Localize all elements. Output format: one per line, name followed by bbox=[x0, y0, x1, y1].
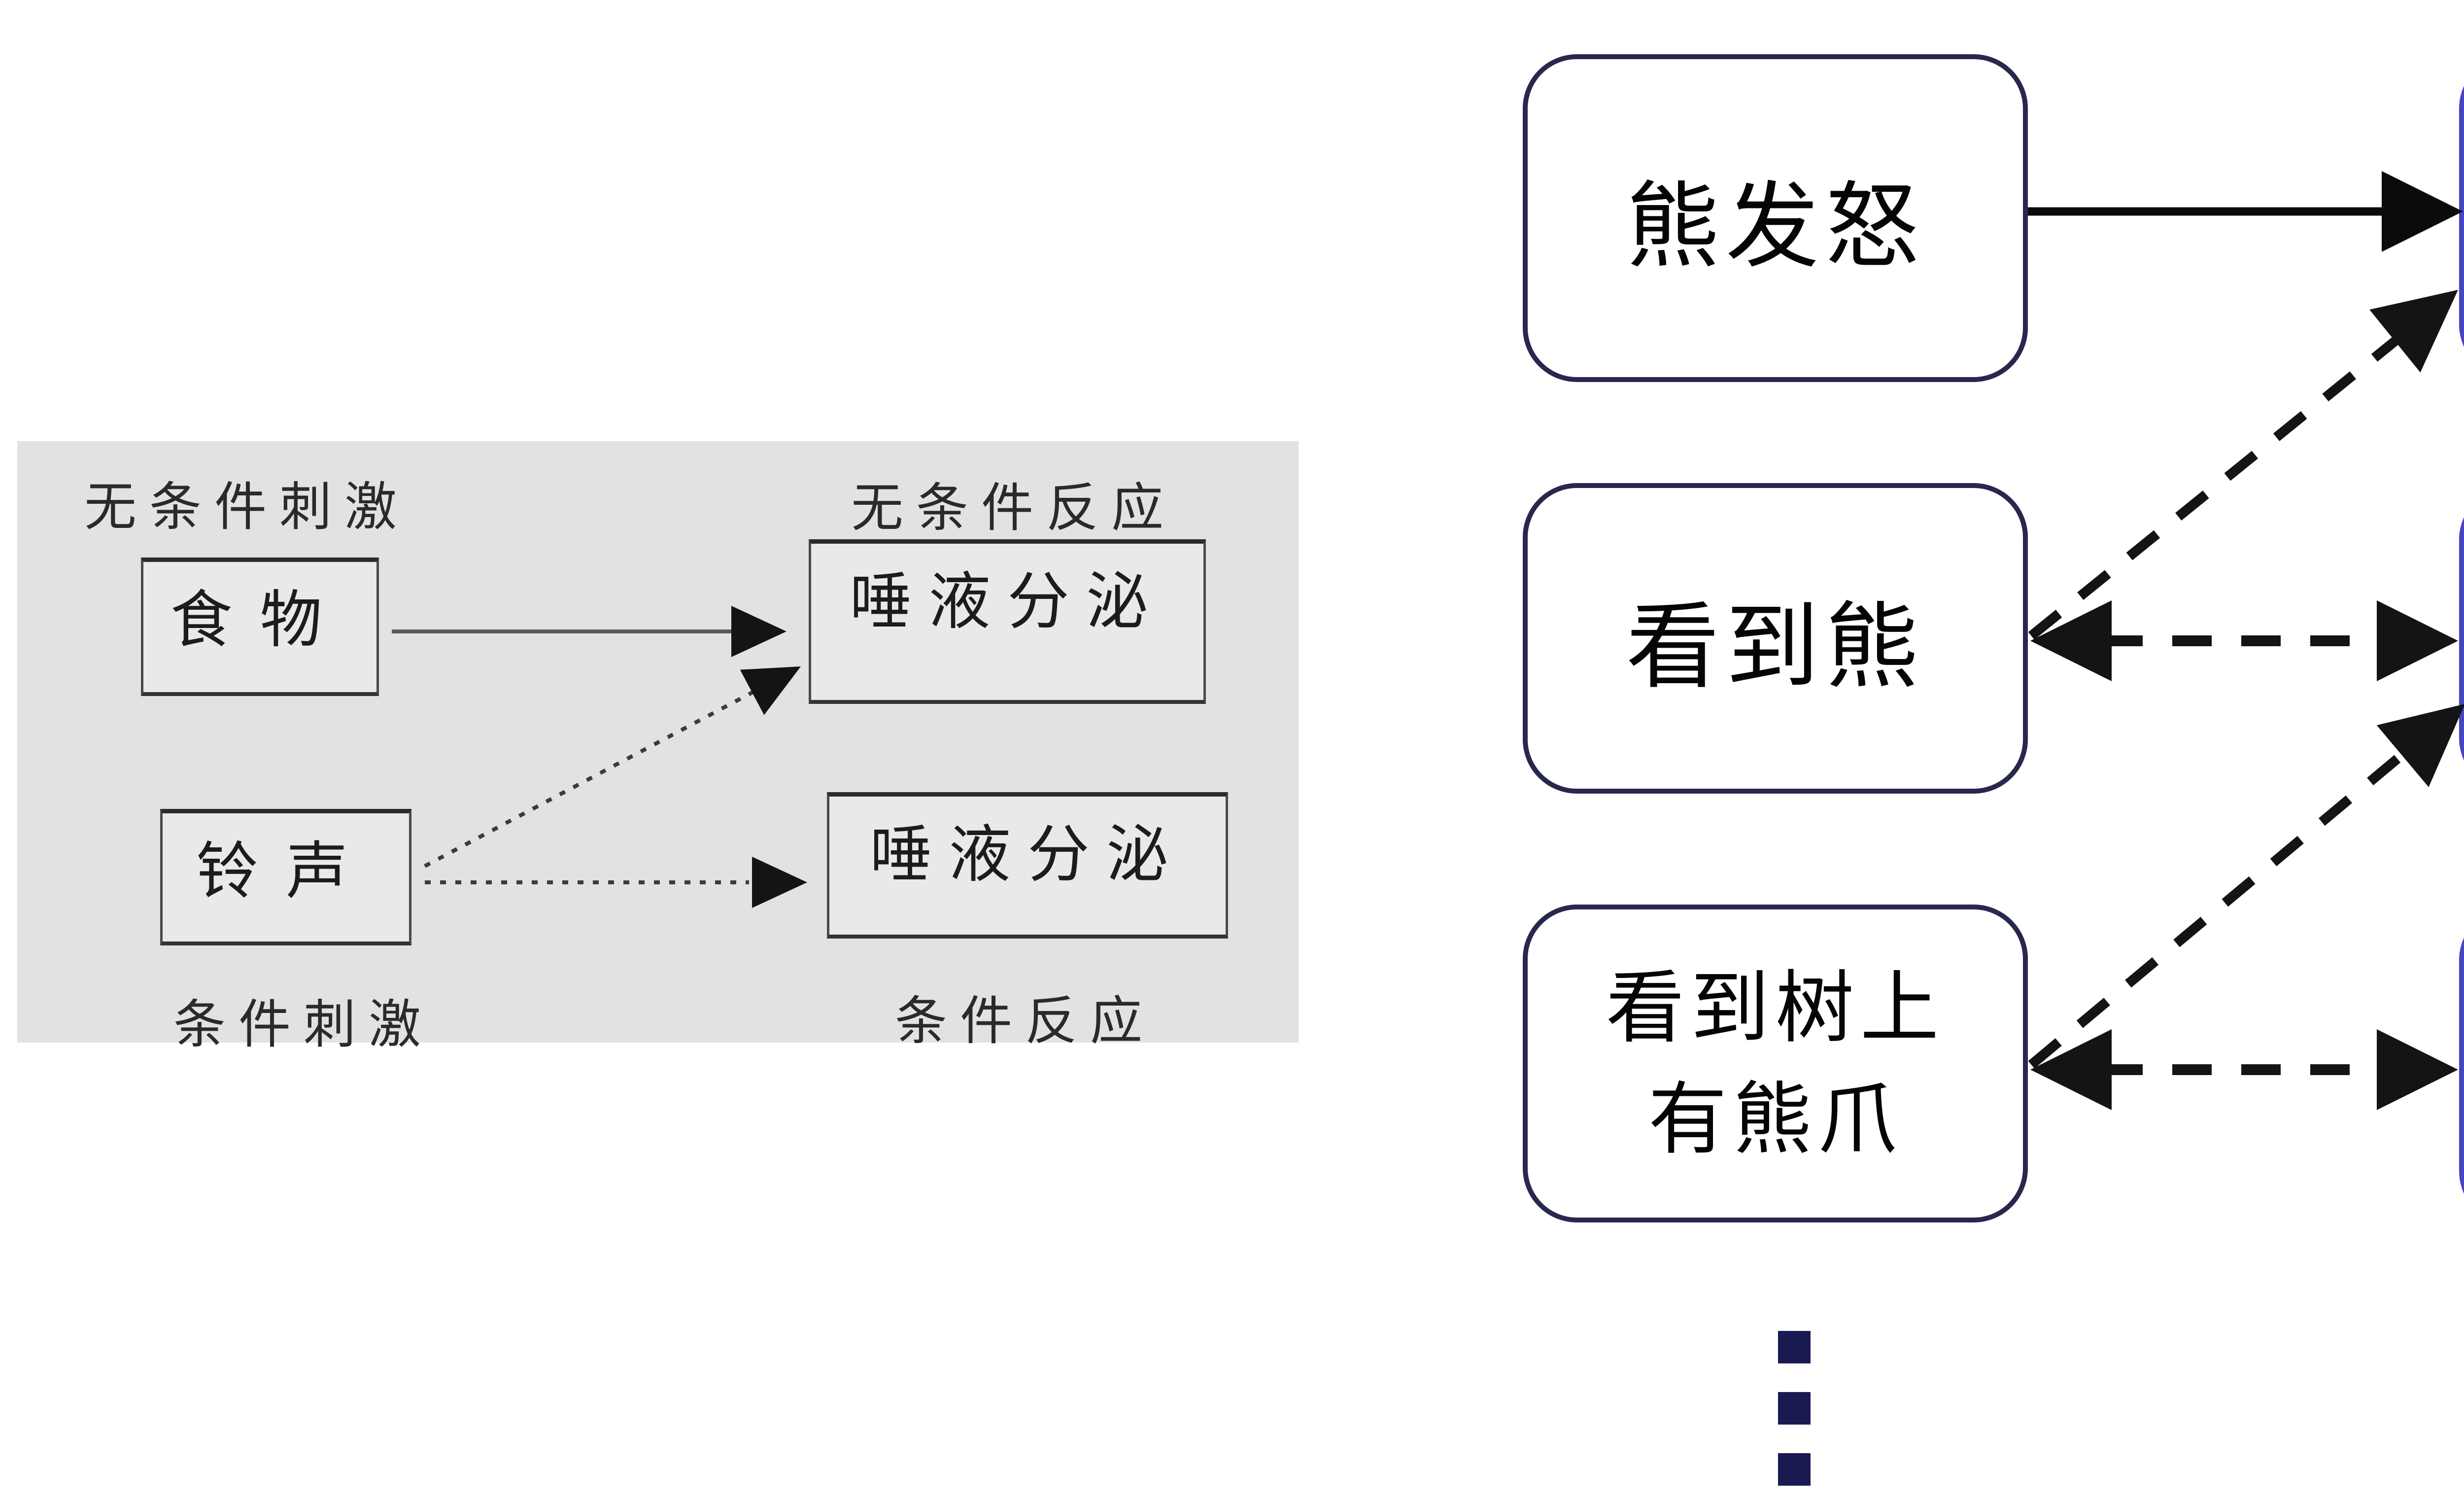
node-salivation-unconditioned-label: 唾液分泌 bbox=[850, 567, 1165, 636]
node-bear-rage-label: 熊发怒 bbox=[1626, 174, 1925, 279]
node-see-claws-line2: 有熊爪 bbox=[1648, 1075, 1903, 1163]
label-conditioned-response: 条件反应 bbox=[895, 992, 1155, 1050]
node-food: 食物 bbox=[141, 558, 379, 696]
arrow-see-claws-to-value-next bbox=[2028, 704, 2464, 1069]
label-unconditioned-response: 无条件反应 bbox=[851, 479, 1176, 537]
node-value-next-state: V(s′) bbox=[2459, 486, 2464, 792]
node-reward: 奖励 bbox=[2459, 54, 2464, 379]
arrow-see-bear-to-value-next bbox=[2030, 600, 2458, 681]
ellipsis-dash bbox=[1778, 1331, 1811, 1363]
ellipsis-dash bbox=[1778, 1392, 1811, 1425]
node-food-label: 食物 bbox=[170, 585, 350, 655]
node-see-claws-line1: 看到树上 bbox=[1606, 963, 1945, 1052]
node-see-bear-claws: 看到树上 有熊爪 bbox=[1523, 905, 2028, 1222]
node-salivation-unconditioned: 唾液分泌 bbox=[809, 539, 1206, 704]
node-see-bear-label: 看到熊 bbox=[1626, 594, 1925, 699]
arrow-see-claws-to-value-current bbox=[2030, 1029, 2458, 1110]
label-conditioned-stimulus: 条件刺激 bbox=[173, 996, 434, 1054]
label-unconditioned-stimulus: 无条件刺激 bbox=[84, 478, 410, 536]
ellipsis-dash bbox=[1778, 1453, 1811, 1486]
node-see-bear: 看到熊 bbox=[1523, 483, 2028, 794]
ellipsis-left-column bbox=[1778, 1331, 1811, 1486]
node-bear-rage: 熊发怒 bbox=[1523, 54, 2028, 382]
arrow-see-bear-to-reward bbox=[2028, 290, 2458, 640]
pavlov-figure: 无条件刺激 无条件反应 食物 唾液分泌 铃声 唾液分泌 条件刺激 条件反应 bbox=[17, 441, 1299, 1054]
node-value-current-state: V(s) bbox=[2459, 906, 2464, 1225]
node-bell: 铃声 bbox=[160, 809, 411, 945]
node-salivation-conditioned: 唾液分泌 bbox=[827, 792, 1228, 939]
arrow-bear-rage-to-reward bbox=[2028, 171, 2463, 252]
node-bell-label: 铃声 bbox=[196, 837, 376, 906]
node-salivation-conditioned-label: 唾液分泌 bbox=[870, 820, 1185, 889]
